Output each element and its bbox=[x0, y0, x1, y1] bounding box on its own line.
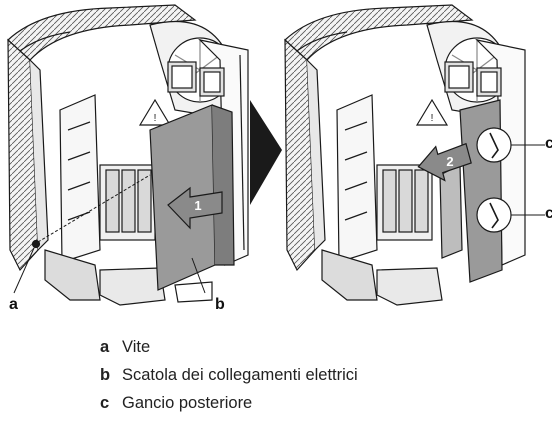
sequence-arrow bbox=[250, 100, 282, 205]
step-2-arrow: 2 bbox=[417, 142, 472, 182]
callout-a: a bbox=[9, 296, 18, 313]
right-unit-drawing: ! bbox=[284, 4, 545, 306]
legend-key: b bbox=[100, 366, 111, 384]
callout-c-top: c bbox=[545, 135, 552, 152]
legend-text: Scatola dei collegamenti elettrici bbox=[122, 366, 358, 384]
left-unit-drawing: ! bbox=[7, 4, 249, 306]
step-1-arrow: 1 bbox=[167, 186, 223, 230]
callout-c-bottom: c bbox=[545, 205, 552, 222]
legend-key: a bbox=[100, 338, 110, 356]
svg-text:!: ! bbox=[154, 113, 157, 124]
installation-illustration: ! 1 bbox=[7, 4, 545, 306]
legend-text: Gancio posteriore bbox=[122, 394, 253, 412]
rear-hook-detail-top bbox=[476, 127, 512, 163]
step-1-number: 1 bbox=[194, 198, 201, 213]
legend-item: b Scatola dei collegamenti elettrici bbox=[100, 366, 358, 394]
legend-text: Vite bbox=[122, 338, 151, 356]
legend-key: c bbox=[100, 394, 110, 412]
rear-hook-detail-bottom bbox=[476, 197, 512, 233]
electrical-box-right bbox=[459, 99, 503, 283]
legend-item: a Vite bbox=[100, 338, 358, 366]
legend: a Vite b Scatola dei collegamenti elettr… bbox=[100, 338, 358, 422]
callout-b: b bbox=[215, 296, 225, 313]
step-2-number: 2 bbox=[446, 154, 453, 169]
legend-item: c Gancio posteriore bbox=[100, 394, 358, 422]
svg-text:!: ! bbox=[431, 113, 434, 124]
